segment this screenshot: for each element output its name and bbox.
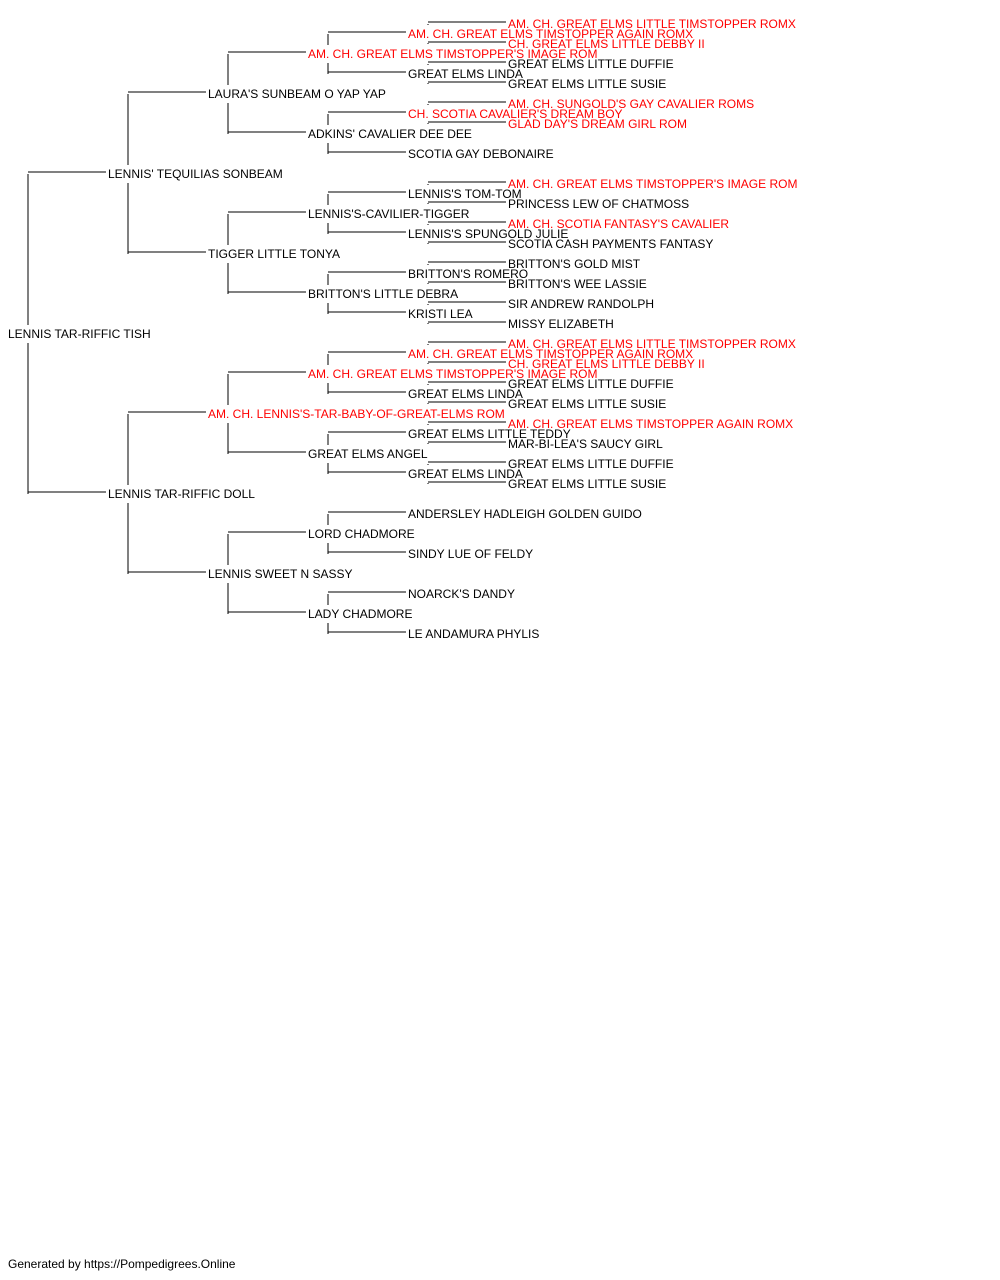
ancestor-name: BRITTON'S WEE LASSIE xyxy=(508,277,647,291)
ancestor-name: GREAT ELMS LITTLE SUSIE xyxy=(508,77,666,91)
ancestor-name: CH. GREAT ELMS LITTLE DEBBY II xyxy=(508,37,705,51)
ancestor-name: AM. CH. LENNIS'S-TAR-BABY-OF-GREAT-ELMS … xyxy=(208,407,505,421)
ancestor-name: LE ANDAMURA PHYLIS xyxy=(408,627,539,641)
ancestor-name: ANDERSLEY HADLEIGH GOLDEN GUIDO xyxy=(408,507,642,521)
ancestor-name: BRITTON'S ROMERO xyxy=(408,267,528,281)
ancestor-name: SINDY LUE OF FELDY xyxy=(408,547,533,561)
ancestor-name: LORD CHADMORE xyxy=(308,527,415,541)
ancestor-name: LENNIS'S TOM-TOM xyxy=(408,187,522,201)
ancestor-name: LENNIS'S-CAVILIER-TIGGER xyxy=(308,207,470,221)
ancestor-name: GREAT ELMS ANGEL xyxy=(308,447,428,461)
ancestor-name: BRITTON'S LITTLE DEBRA xyxy=(308,287,458,301)
ancestor-name: GREAT ELMS LITTLE DUFFIE xyxy=(508,57,674,71)
ancestor-name: AM. CH. SCOTIA FANTASY'S CAVALIER xyxy=(508,217,729,231)
ancestor-name: AM. CH. GREAT ELMS TIMSTOPPER'S IMAGE RO… xyxy=(308,47,597,61)
ancestor-name: LADY CHADMORE xyxy=(308,607,412,621)
ancestor-name: AM. CH. GREAT ELMS TIMSTOPPER'S IMAGE RO… xyxy=(308,367,597,381)
ancestor-name: BRITTON'S GOLD MIST xyxy=(508,257,641,271)
ancestor-name: NOARCK'S DANDY xyxy=(408,587,515,601)
ancestor-name: SCOTIA CASH PAYMENTS FANTASY xyxy=(508,237,713,251)
ancestor-name: AM. CH. GREAT ELMS LITTLE TIMSTOPPER ROM… xyxy=(508,337,796,351)
ancestor-name: GREAT ELMS LITTLE DUFFIE xyxy=(508,457,674,471)
ancestor-name: CH. SCOTIA CAVALIER'S DREAM BOY xyxy=(408,107,623,121)
ancestor-name: GREAT ELMS LITTLE DUFFIE xyxy=(508,377,674,391)
ancestor-name: LENNIS'S SPUNGOLD JULIE xyxy=(408,227,568,241)
ancestor-name: MISSY ELIZABETH xyxy=(508,317,614,331)
ancestor-name: LAURA'S SUNBEAM O YAP YAP xyxy=(208,87,386,101)
ancestor-name: SIR ANDREW RANDOLPH xyxy=(508,297,654,311)
ancestor-name: KRISTI LEA xyxy=(408,307,473,321)
ancestor-name: AM. CH. GREAT ELMS TIMSTOPPER AGAIN ROMX xyxy=(408,347,693,361)
ancestor-name: GLAD DAY'S DREAM GIRL ROM xyxy=(508,117,687,131)
generated-by-footer: Generated by https://Pompedigrees.Online xyxy=(8,1257,236,1271)
ancestor-name: SCOTIA GAY DEBONAIRE xyxy=(408,147,554,161)
ancestor-name: MAR-BI-LEA'S SAUCY GIRL xyxy=(508,437,663,451)
ancestor-name: LENNIS' TEQUILIAS SONBEAM xyxy=(108,167,283,181)
ancestor-name: LENNIS TAR-RIFFIC TISH xyxy=(8,327,151,341)
ancestor-name: PRINCESS LEW OF CHATMOSS xyxy=(508,197,689,211)
ancestor-name: GREAT ELMS LITTLE TEDDY xyxy=(408,427,571,441)
ancestor-name: AM. CH. GREAT ELMS TIMSTOPPER'S IMAGE RO… xyxy=(508,177,797,191)
ancestor-name: AM. CH. GREAT ELMS LITTLE TIMSTOPPER ROM… xyxy=(508,17,796,31)
ancestor-name: LENNIS TAR-RIFFIC DOLL xyxy=(108,487,255,501)
ancestor-name: TIGGER LITTLE TONYA xyxy=(208,247,340,261)
ancestor-name: AM. CH. SUNGOLD'S GAY CAVALIER ROMS xyxy=(508,97,754,111)
ancestor-name: GREAT ELMS LINDA xyxy=(408,67,523,81)
ancestor-name: CH. GREAT ELMS LITTLE DEBBY II xyxy=(508,357,705,371)
ancestor-name: AM. CH. GREAT ELMS TIMSTOPPER AGAIN ROMX xyxy=(408,27,693,41)
ancestor-name: AM. CH. GREAT ELMS TIMSTOPPER AGAIN ROMX xyxy=(508,417,793,431)
ancestor-name: GREAT ELMS LINDA xyxy=(408,387,523,401)
ancestor-name: GREAT ELMS LINDA xyxy=(408,467,523,481)
ancestor-name: ADKINS' CAVALIER DEE DEE xyxy=(308,127,472,141)
ancestor-name: LENNIS SWEET N SASSY xyxy=(208,567,353,581)
ancestor-name: GREAT ELMS LITTLE SUSIE xyxy=(508,397,666,411)
ancestor-name: GREAT ELMS LITTLE SUSIE xyxy=(508,477,666,491)
